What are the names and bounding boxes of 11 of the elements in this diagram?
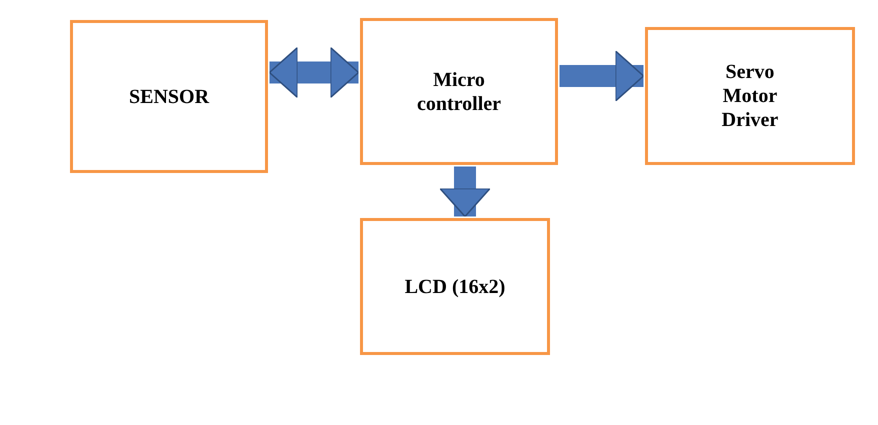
block-label: LCD (16x2) bbox=[404, 274, 506, 298]
block-box bbox=[70, 20, 268, 173]
block-box bbox=[360, 18, 558, 165]
block-label: Micro controller bbox=[416, 68, 502, 116]
block-box bbox=[645, 27, 855, 165]
block-arrow bbox=[268, 46, 360, 98]
block-arrow bbox=[560, 50, 644, 102]
block-label: Servo Motor Driver bbox=[720, 60, 780, 132]
block-arrow bbox=[439, 166, 491, 218]
block-label: SENSOR bbox=[128, 84, 210, 108]
block-box bbox=[360, 218, 550, 355]
